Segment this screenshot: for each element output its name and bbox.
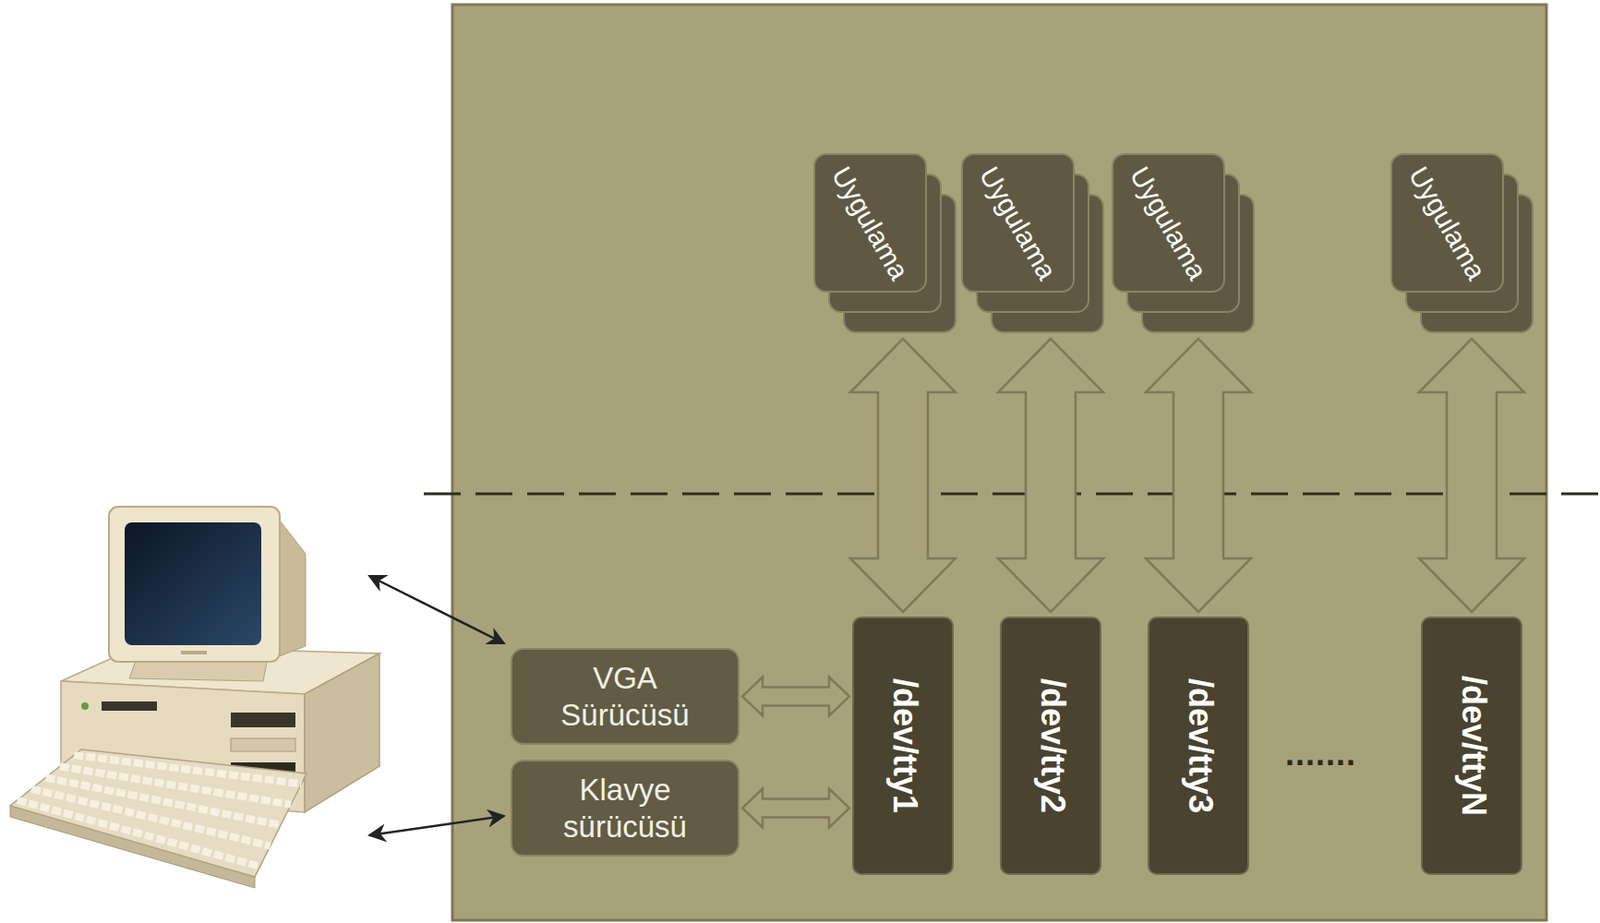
tty-device: /dev/ttyN	[1420, 616, 1523, 876]
key-row	[17, 800, 261, 867]
hollow-arrow	[850, 338, 956, 613]
driver-label: VGA Sürücüsü	[532, 660, 718, 734]
ellipsis-label: .......	[1285, 734, 1357, 774]
monitor-bezel	[108, 506, 280, 662]
device-name: /dev/tty1	[885, 678, 925, 814]
io-arrow	[369, 816, 505, 836]
monitor-badge	[180, 650, 207, 655]
system-panel	[452, 4, 1547, 921]
power-light	[81, 702, 89, 710]
hollow-arrow	[742, 677, 850, 717]
tty-device: /dev/tty3	[1147, 616, 1250, 876]
hollow-arrow	[1419, 338, 1525, 613]
key-row	[73, 755, 301, 784]
hollow-arrow	[1145, 338, 1252, 613]
computer-illustration	[10, 506, 380, 889]
keyboard	[10, 749, 307, 878]
monitor-screen	[124, 522, 262, 646]
text-holder: Uygulama	[1309, 84, 1587, 362]
application-stack: Uygulama	[961, 153, 1105, 334]
io-arrow	[369, 576, 505, 644]
hollow-arrow	[742, 789, 850, 829]
driver-box: Klavye sürücüsü	[510, 759, 740, 857]
device-name: /dev/tty2	[1033, 678, 1072, 814]
case-side	[304, 653, 380, 813]
application-label: Uygulama	[973, 161, 1063, 286]
driver-label: Klavye sürücüsü	[532, 771, 718, 845]
application-label: Uygulama	[825, 161, 915, 286]
hollow-arrow	[998, 338, 1104, 613]
device-name: /dev/ttyN	[1454, 675, 1493, 817]
application-label: Uygulama	[1123, 161, 1214, 286]
monitor-back	[276, 517, 306, 658]
tty-device: /dev/tty1	[852, 616, 954, 876]
drive-bay	[230, 738, 296, 752]
application-stack: Uygulama	[813, 153, 957, 334]
drive-bay	[230, 712, 296, 728]
tty-device: /dev/tty2	[999, 616, 1102, 876]
application-stack: Uygulama	[1390, 153, 1534, 334]
boundary-line	[423, 493, 1600, 496]
application-label: Uygulama	[1402, 161, 1492, 286]
application-stack: Uygulama	[1111, 153, 1255, 334]
text-holder: Uygulama	[1030, 84, 1308, 362]
front-panel	[101, 701, 157, 711]
driver-box: VGA Sürücüsü	[510, 648, 740, 746]
device-name: /dev/tty3	[1180, 678, 1220, 814]
